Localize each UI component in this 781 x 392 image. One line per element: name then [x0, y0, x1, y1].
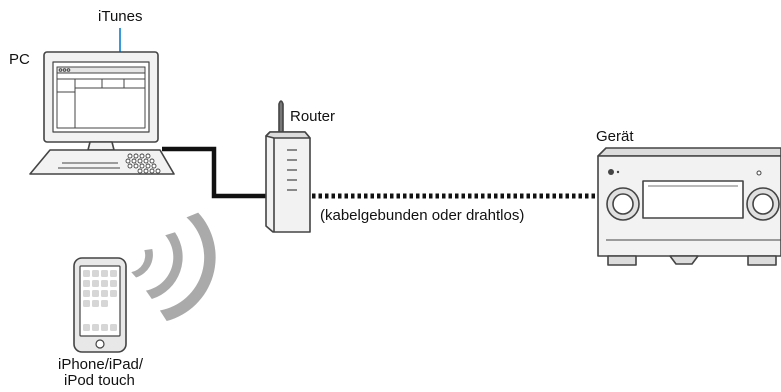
pc-label: PC — [9, 51, 30, 68]
router-label: Router — [290, 108, 336, 125]
router-icon — [265, 100, 311, 233]
mobile-label-line2: iPod touch — [64, 372, 135, 389]
smartphone-icon — [73, 257, 127, 353]
device-label: Gerät — [596, 128, 634, 145]
connection-label: (kabelgebunden oder drahtlos) — [320, 207, 525, 224]
ethernet-cable — [162, 146, 266, 199]
mobile-label-line1: iPhone/iPad/ — [58, 356, 144, 373]
av-receiver-icon — [597, 147, 781, 266]
pc-icon — [29, 51, 175, 175]
wifi-waves-icon — [131, 212, 216, 322]
itunes-label: iTunes — [98, 8, 143, 25]
